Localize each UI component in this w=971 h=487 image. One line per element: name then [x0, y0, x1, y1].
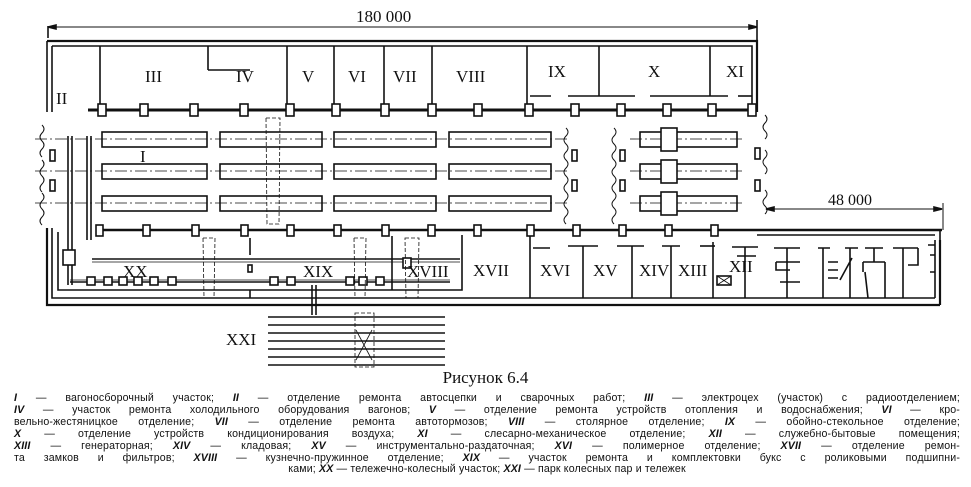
zone-label-xvii: XVII	[473, 261, 509, 280]
dimension-overall-label: 180 000	[356, 7, 411, 26]
legend-zone-description: — отделение ремонта автотормозов;	[227, 415, 508, 428]
legend-zone-description: — обойно-стекольное отделение;	[735, 415, 961, 428]
legend-zone-description: — генераторная;	[30, 439, 173, 452]
railway-tracks	[35, 114, 768, 285]
legend-row: I — вагоносборочный участок; II — отделе…	[14, 392, 960, 405]
dimension-annex	[765, 203, 944, 230]
zone-label-vii: VII	[393, 67, 417, 86]
legend-zone-description: ками;	[288, 463, 319, 476]
legend-row: та замков и фильтров; XVIII — кузнечно-п…	[14, 451, 961, 465]
zone-label-ix: IX	[548, 62, 566, 81]
zone-label-iii: III	[145, 67, 162, 86]
legend-zone-number: XVI	[554, 439, 573, 452]
zone-label-viii: VIII	[456, 67, 486, 86]
wheelset-line	[62, 236, 460, 315]
crane-track-bottom	[95, 224, 942, 237]
legend-zone-number: IV	[14, 403, 25, 416]
zone-label-ii: II	[56, 89, 68, 108]
zone-label-xix: XIX	[303, 262, 333, 281]
legend-zone-description: — отделение ремонта автосцепки и сварочн…	[239, 392, 645, 404]
zone-label-vi: VI	[348, 67, 366, 86]
legend-zone-number: XV	[311, 439, 326, 452]
legend-zone-number: XVII	[780, 439, 802, 452]
zone-label-i: I	[140, 147, 146, 166]
building-outline	[45, 39, 942, 307]
legend-zone-number: V	[428, 403, 437, 416]
figure-caption: Рисунок 6.4	[442, 368, 529, 387]
legend-zone-description: — инструментально-раздаточная;	[325, 439, 555, 452]
zone-label-xxi: XXI	[226, 330, 257, 349]
legend-zone-description: — отделение устройств кондиционирования …	[21, 427, 418, 440]
legend-zone-description: — столярное отделение;	[524, 415, 725, 428]
legend-row: ками; XX — тележечно-колесный участок; X…	[14, 463, 960, 476]
legend-zone-number: I	[14, 392, 18, 404]
legend-zone-number: XIX	[462, 451, 481, 464]
legend-zone-number: XX	[319, 463, 334, 476]
dimension-overall	[47, 20, 758, 40]
zone-label-xx: XX	[123, 262, 148, 281]
legend-zone-description: — тележечно-колесный участок;	[333, 463, 504, 476]
legend-zone-description: — кузнечно-пружинное отделение;	[217, 451, 463, 464]
zone-label-xviii: XVIII	[407, 262, 449, 281]
figure-legend: I — вагоносборочный участок; II — отделе…	[14, 392, 961, 476]
legend-zone-description: — парк колесных пар и тележек	[521, 463, 686, 476]
legend-zone-description: — электроцех (участок) с радиоотделением…	[653, 392, 960, 404]
zone-label-x: X	[648, 62, 660, 81]
legend-zone-description: — кладовая;	[190, 439, 312, 452]
legend-row: IV — участок ремонта холодильного оборуд…	[14, 403, 960, 417]
legend-zone-number: VIII	[507, 415, 525, 428]
wheelset-park-tracks	[268, 312, 445, 368]
legend-zone-description: — полимерное отделение;	[572, 439, 781, 452]
legend-row: X — отделение устройств кондиционировани…	[14, 427, 960, 441]
legend-zone-number: XII	[708, 427, 722, 440]
legend-zone-description: — служебно-бытовые помещения;	[721, 427, 960, 440]
legend-zone-number: III	[644, 392, 654, 404]
legend-zone-description: — участок ремонта холодильного оборудова…	[24, 403, 429, 416]
legend-zone-description: — отделение ремонта устройств отопления …	[436, 403, 882, 416]
legend-zone-number: VI	[881, 403, 892, 416]
legend-zone-number: XIII	[14, 439, 31, 452]
legend-zone-number: X	[14, 427, 22, 440]
legend-row: XIII — генераторная; XIV — кладовая; XV …	[14, 439, 960, 453]
partitions-bottom	[529, 236, 935, 299]
legend-zone-number: II	[232, 392, 240, 404]
dimension-annex-label: 48 000	[828, 192, 872, 209]
legend-zone-number: XI	[417, 427, 428, 440]
zone-label-xii: XII	[729, 257, 753, 276]
crane-track-top	[88, 103, 757, 117]
legend-zone-description: — кро-	[891, 403, 960, 416]
legend-zone-description: — участок ремонта и комплектовки букс с …	[480, 451, 961, 464]
floor-plan: 180 000 48 000 II III IV V VI VII VIII I…	[35, 7, 944, 368]
legend-zone-number: VII	[214, 415, 228, 428]
zone-label-xiv: XIV	[639, 261, 670, 280]
legend-zone-number: XXI	[503, 463, 522, 476]
legend-zone-number: IX	[724, 415, 736, 428]
legend-row: вельно-жестяницкое отделение; VII — отде…	[14, 415, 961, 429]
legend-zone-description: — вагоносборочный участок;	[17, 392, 233, 404]
legend-zone-number: XVIII	[193, 451, 218, 464]
zone-label-iv: IV	[236, 67, 255, 86]
zone-label-xiii: XIII	[678, 261, 708, 280]
zone-label-xvi: XVI	[540, 261, 571, 280]
partitions-top	[99, 46, 752, 108]
zone-label-xi: XI	[726, 62, 744, 81]
zone-label-xv: XV	[593, 261, 618, 280]
zone-label-v: V	[302, 67, 315, 86]
legend-zone-description: — слесарно-механическое отделение;	[427, 427, 709, 440]
legend-zone-number: XIV	[172, 439, 191, 452]
legend-zone-description: та замков и фильтров;	[14, 451, 194, 464]
legend-zone-description: вельно-жестяницкое отделение;	[14, 415, 215, 428]
legend-zone-description: — отделение ремон-	[801, 439, 960, 452]
